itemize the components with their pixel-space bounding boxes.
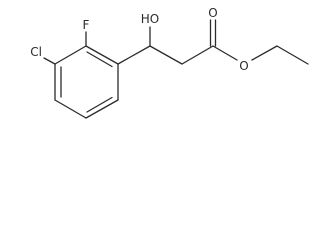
chemical-structure-diagram: Cl F HO O O <box>30 6 309 119</box>
atom-label-chlorine: Cl <box>30 45 42 59</box>
bond-carbonyl-to-ester-oxygen <box>212 45 238 61</box>
ring-double-bond-c5-c6 <box>86 96 113 113</box>
bond-ring-to-carbinol <box>117 45 151 65</box>
bond-ester-oxygen-to-ethyl <box>251 45 278 61</box>
atom-label-fluorine: F <box>83 18 90 32</box>
atom-label-hydroxyl: HO <box>141 12 159 26</box>
atom-label-carbonyl-oxygen: O <box>208 6 217 20</box>
bond-carbinol-to-methylene <box>149 45 183 65</box>
ring-double-bond-c1-c2 <box>86 51 113 68</box>
ring-bond-c5-c6 <box>85 99 119 119</box>
atom-label-ester-oxygen: O <box>239 59 248 73</box>
ring-bond-c1-c2 <box>85 45 119 65</box>
ring-bond-c4-c5 <box>54 99 87 119</box>
bond-ethyl-c-c <box>276 45 309 65</box>
benzene-ring <box>54 45 119 119</box>
bond-ring-to-chlorine <box>43 57 56 65</box>
ring-bond-c2-c3 <box>54 45 87 65</box>
bond-methylene-to-carbonyl <box>181 45 214 65</box>
